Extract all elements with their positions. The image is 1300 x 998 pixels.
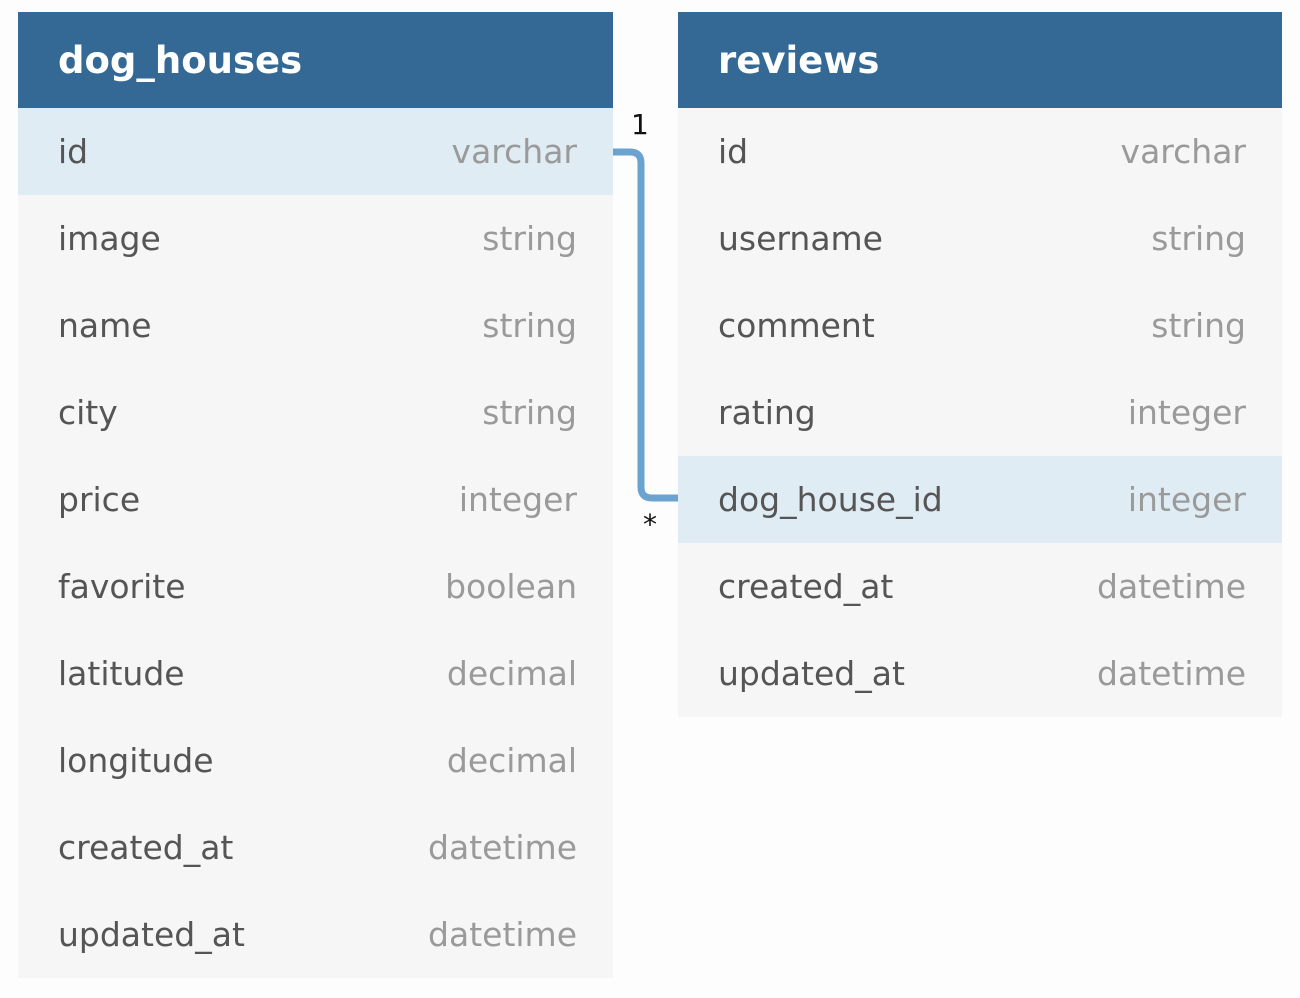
field-type: datetime	[1097, 567, 1246, 606]
field-name: price	[58, 480, 141, 519]
table-header: reviews	[678, 12, 1282, 108]
field-type: varchar	[1120, 132, 1246, 171]
field-name: updated_at	[718, 654, 905, 693]
field-type: integer	[1127, 480, 1246, 519]
field-name: comment	[718, 306, 875, 345]
field-name: longitude	[58, 741, 214, 780]
field-type: integer	[1127, 393, 1246, 432]
table-title: reviews	[718, 38, 880, 82]
field-row: price integer	[18, 456, 613, 543]
field-name: name	[58, 306, 152, 345]
field-type: varchar	[451, 132, 577, 171]
field-name: city	[58, 393, 118, 432]
table-title: dog_houses	[58, 38, 303, 82]
cardinality-one-label: 1	[631, 108, 649, 141]
field-row: name string	[18, 282, 613, 369]
field-name: created_at	[58, 828, 234, 867]
field-name: dog_house_id	[718, 480, 943, 519]
field-row: updated_at datetime	[18, 891, 613, 978]
field-name: id	[58, 132, 89, 171]
field-row: longitude decimal	[18, 717, 613, 804]
table-header: dog_houses	[18, 12, 613, 108]
field-row: created_at datetime	[18, 804, 613, 891]
field-row: created_at datetime	[678, 543, 1282, 630]
field-row: image string	[18, 195, 613, 282]
field-name: rating	[718, 393, 816, 432]
field-type: string	[482, 306, 577, 345]
field-name: latitude	[58, 654, 185, 693]
field-type: boolean	[445, 567, 577, 606]
field-row: latitude decimal	[18, 630, 613, 717]
field-row: favorite boolean	[18, 543, 613, 630]
field-row: username string	[678, 195, 1282, 282]
field-row: dog_house_id integer	[678, 456, 1282, 543]
field-type: datetime	[1097, 654, 1246, 693]
field-name: favorite	[58, 567, 186, 606]
field-name: image	[58, 219, 161, 258]
field-type: integer	[458, 480, 577, 519]
field-name: created_at	[718, 567, 894, 606]
field-type: datetime	[428, 828, 577, 867]
field-type: string	[1151, 306, 1246, 345]
field-type: datetime	[428, 915, 577, 954]
field-row: comment string	[678, 282, 1282, 369]
field-type: string	[482, 219, 577, 258]
field-row: updated_at datetime	[678, 630, 1282, 717]
field-type: decimal	[446, 741, 577, 780]
field-row: rating integer	[678, 369, 1282, 456]
field-type: string	[482, 393, 577, 432]
cardinality-many-label: *	[643, 508, 657, 541]
field-type: decimal	[446, 654, 577, 693]
table-dog-houses: dog_houses id varchar image string name …	[18, 12, 613, 978]
field-row: id varchar	[18, 108, 613, 195]
field-row: city string	[18, 369, 613, 456]
field-name: id	[718, 132, 749, 171]
table-reviews: reviews id varchar username string comme…	[678, 12, 1282, 717]
field-row: id varchar	[678, 108, 1282, 195]
field-name: username	[718, 219, 883, 258]
field-type: string	[1151, 219, 1246, 258]
field-name: updated_at	[58, 915, 245, 954]
relationship-line	[613, 148, 678, 502]
